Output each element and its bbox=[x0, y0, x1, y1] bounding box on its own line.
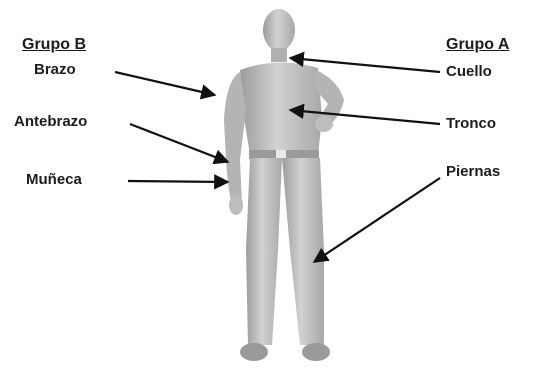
figure-left-shoe bbox=[240, 343, 268, 361]
figure-torso bbox=[240, 62, 322, 155]
label-piernas: Piernas bbox=[446, 164, 500, 180]
label-antebrazo: Antebrazo bbox=[14, 114, 87, 130]
arrow-brazo bbox=[115, 72, 215, 95]
figure-right-shoe bbox=[302, 343, 330, 361]
arrow-muneca bbox=[128, 181, 228, 182]
figure-left-hand bbox=[229, 195, 243, 215]
label-tronco: Tronco bbox=[446, 116, 496, 132]
figure-left-leg bbox=[246, 158, 282, 345]
figure-neck bbox=[271, 48, 287, 62]
figure-head bbox=[263, 9, 295, 51]
arrow-piernas bbox=[314, 178, 440, 262]
arrow-antebrazo bbox=[130, 124, 228, 162]
figure-right-hand bbox=[315, 116, 333, 132]
group-b-title: Grupo B bbox=[22, 37, 86, 53]
label-cuello: Cuello bbox=[446, 64, 492, 80]
figure-buckle bbox=[276, 150, 286, 159]
group-a-title: Grupo A bbox=[446, 37, 509, 53]
label-muneca: Muñeca bbox=[26, 172, 82, 188]
figure-left-arm bbox=[224, 72, 246, 205]
label-brazo: Brazo bbox=[34, 62, 76, 78]
figure-right-leg bbox=[282, 158, 324, 345]
